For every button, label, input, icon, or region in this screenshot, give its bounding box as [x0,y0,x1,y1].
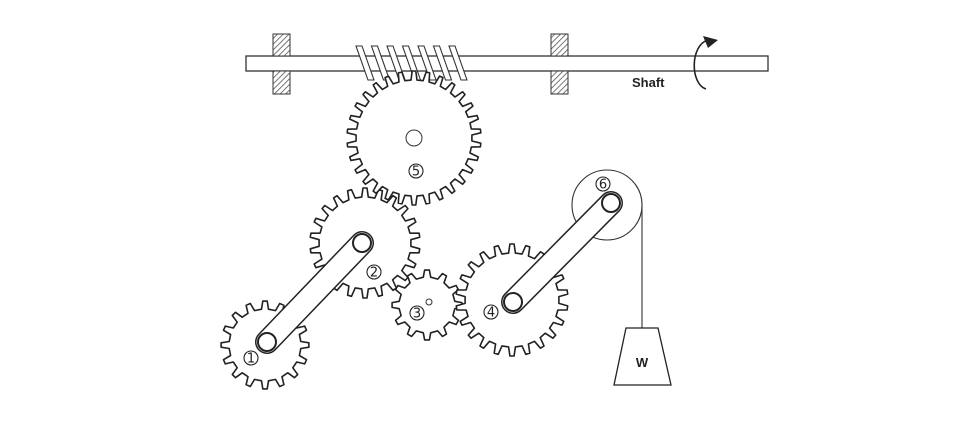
worm-screw [355,45,468,81]
label-number: 3 [413,307,421,322]
rotation-arrow-icon [693,36,718,90]
worm-thread [355,45,375,81]
worm-thread [448,45,468,81]
label-circle [408,163,424,179]
gear-3 [391,269,463,341]
shaft-label: Shaft [632,75,665,90]
label-2: 2 [366,264,382,281]
label-circle [409,305,425,321]
label-5: 5 [408,163,424,180]
gear-5-hub [405,129,423,147]
label-number: 1 [247,352,255,367]
link-bar-4-6 [501,191,623,314]
weight [613,327,672,386]
label-circle [243,350,259,366]
link-bar-1-2 [255,231,374,354]
bearing-left [272,33,291,95]
worm-thread [417,45,437,81]
shaft [245,55,769,72]
label-circle [483,304,499,320]
label-3: 3 [409,305,425,322]
label-circle [595,176,611,192]
label-6: 6 [595,176,611,193]
label-4: 4 [483,304,499,321]
gear-3-hub [425,298,433,306]
weight-label: W [636,355,649,370]
label-circle [366,264,382,280]
label-number: 2 [370,266,378,281]
worm-thread [432,45,453,81]
label-number: 4 [487,306,495,321]
label-1: 1 [243,350,259,367]
bearing-right [550,33,569,95]
label-number: 5 [412,165,420,180]
label-number: 6 [599,178,607,193]
